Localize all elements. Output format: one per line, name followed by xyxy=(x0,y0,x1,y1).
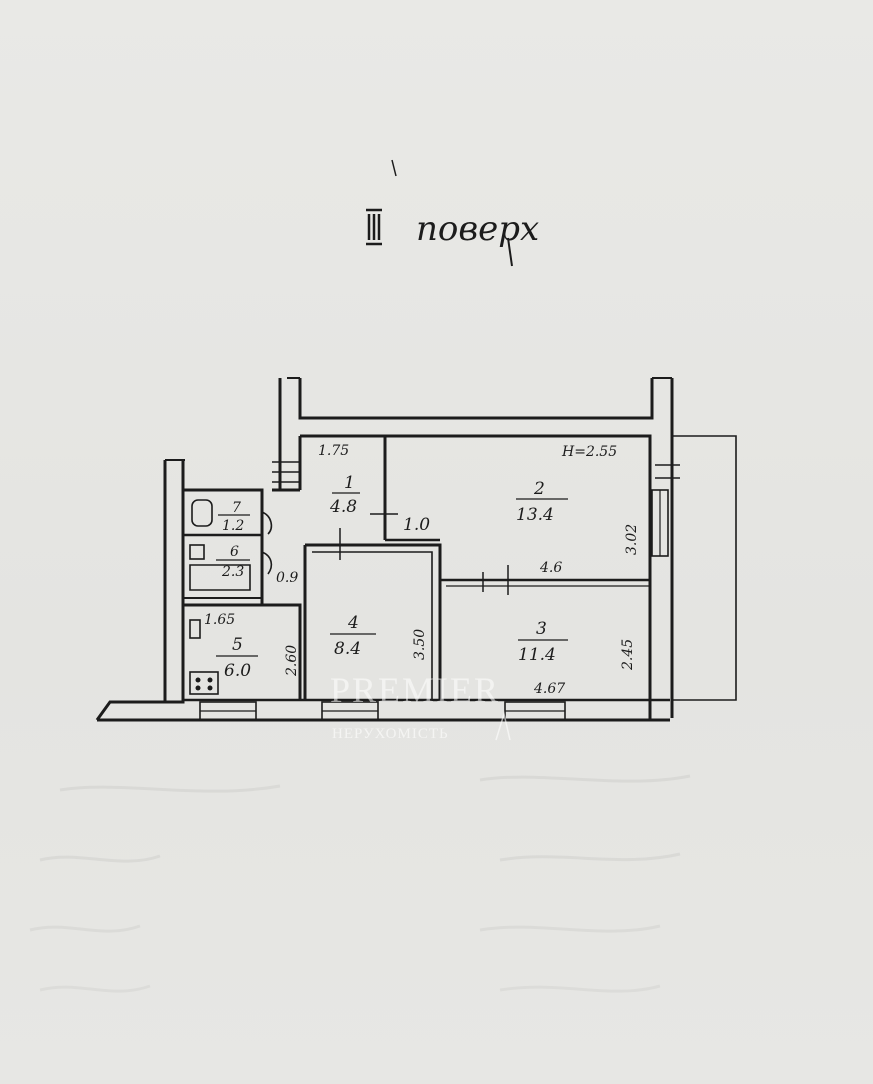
room-2-number: 2 xyxy=(533,479,545,499)
walls xyxy=(95,377,737,722)
room-5-area: 6.0 xyxy=(224,661,251,681)
dim-kitchen-width: 1.65 xyxy=(204,612,235,628)
dim-room4-depth: 3.50 xyxy=(412,629,428,660)
watermark-brand: PREMIER xyxy=(330,670,500,710)
ceiling-height-label: Н=2.55 xyxy=(561,444,617,460)
room-6-label: 6 2.3 xyxy=(216,544,250,580)
dim-kitchen-depth: 2.60 xyxy=(284,645,300,677)
dimension-labels: 1.75 Н=2.55 1.0 4.6 3.02 4.67 2.45 3.50 … xyxy=(204,443,640,697)
room-2-area: 13.4 xyxy=(516,505,554,525)
room-6-number: 6 xyxy=(230,544,239,560)
room-7-area: 1.2 xyxy=(222,518,244,534)
dim-room3-width: 4.67 xyxy=(533,681,565,697)
room-2-label: 2 13.4 xyxy=(516,479,568,525)
room-3-number: 3 xyxy=(536,619,547,639)
floor-mark xyxy=(366,159,397,246)
room-1-number: 1 xyxy=(344,473,355,493)
dim-corridor-small: 0.9 xyxy=(276,570,298,586)
faded-background-marks xyxy=(29,774,691,993)
dim-room2-depth: 3.02 xyxy=(624,524,640,555)
room-labels: 1 4.8 2 13.4 3 11.4 4 8.4 5 6.0 6 2.3 xyxy=(216,473,568,681)
room-7-number: 7 xyxy=(232,500,241,516)
room-4-area: 8.4 xyxy=(334,639,361,659)
floor-title: поверх xyxy=(366,159,539,267)
room-5-number: 5 xyxy=(232,635,243,655)
room-3-label: 3 11.4 xyxy=(518,619,568,665)
room-3-area: 11.4 xyxy=(518,645,556,665)
room-1-area: 4.8 xyxy=(329,497,357,517)
watermark-subtitle: НЕРУХОМІСТЬ xyxy=(332,726,449,742)
dim-room3-depth: 2.45 xyxy=(620,639,636,671)
premier-watermark: PREMIER НЕРУХОМІСТЬ xyxy=(330,670,511,742)
room-4-label: 4 8.4 xyxy=(330,613,376,659)
room-5-label: 5 6.0 xyxy=(216,635,258,681)
room-4-number: 4 xyxy=(347,613,359,633)
dim-room2-width: 4.6 xyxy=(539,560,562,576)
room-7-label: 7 1.2 xyxy=(218,500,250,534)
floor-title-text: поверх xyxy=(416,209,539,249)
dim-door-gap: 1.0 xyxy=(403,515,430,535)
room-6-area: 2.3 xyxy=(221,564,244,580)
room-1-label: 1 4.8 xyxy=(329,473,360,517)
dim-hall-width: 1.75 xyxy=(318,443,349,459)
